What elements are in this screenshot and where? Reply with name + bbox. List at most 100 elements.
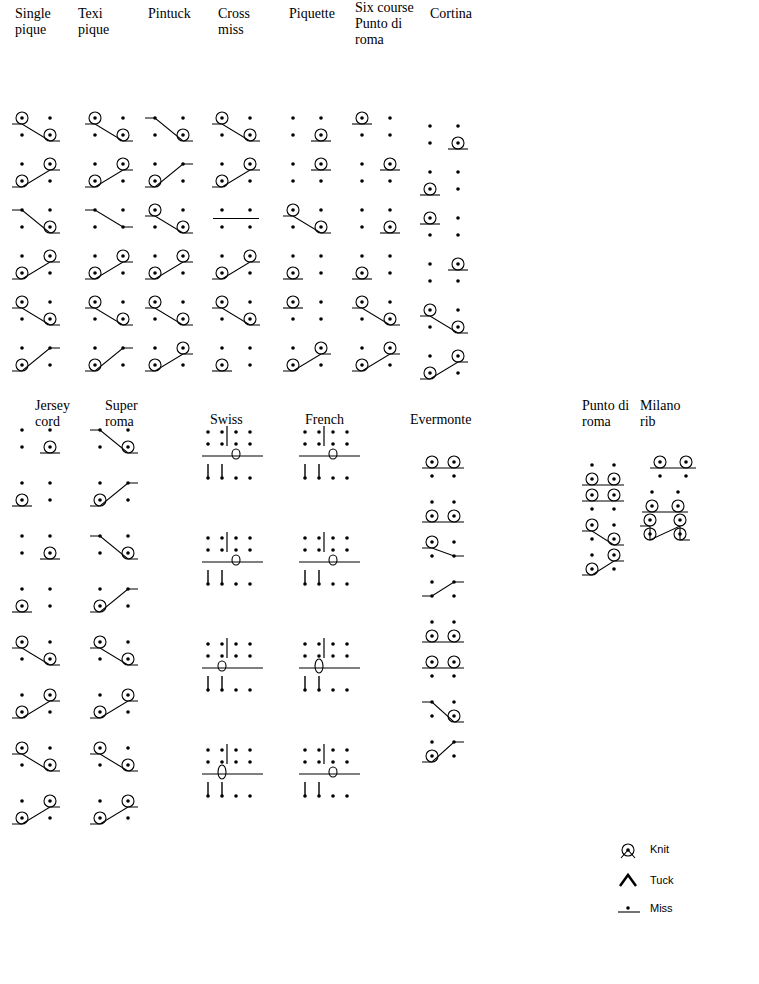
needle-dot (153, 179, 157, 183)
needle-dot (220, 162, 224, 166)
needle-dot (388, 346, 392, 350)
needle-dot (456, 141, 460, 145)
needle-dot (319, 208, 323, 212)
needle-dot (126, 534, 130, 538)
needle-dot (317, 748, 321, 752)
needle-dot (48, 271, 52, 275)
yarn-path (420, 362, 468, 379)
needle-dot (20, 162, 24, 166)
needle-dot (121, 363, 125, 367)
needle-dot (48, 551, 52, 555)
yarn-path (90, 648, 138, 665)
needle-dot (248, 642, 252, 646)
knit-loop (177, 129, 189, 141)
legend-text: Miss (650, 902, 673, 915)
knit-loop (424, 304, 436, 316)
yarn-path (85, 210, 133, 227)
yarn-path (90, 536, 138, 559)
needle-dot (248, 254, 252, 258)
needle-bar (305, 782, 319, 796)
yarn-path (12, 348, 60, 371)
needle-dot (291, 225, 295, 229)
knit-loop (94, 636, 106, 648)
needle-dot (48, 799, 52, 803)
needle-dot (93, 133, 97, 137)
knit-loop (177, 221, 189, 233)
needle-dot (319, 254, 323, 258)
needle-dot (612, 553, 616, 557)
needle-dot (388, 363, 392, 367)
knit-loop (315, 158, 327, 170)
knit-loop (177, 250, 189, 262)
needle-dot (428, 233, 432, 237)
needle-dot (345, 794, 349, 798)
needle-dot (388, 116, 392, 120)
loop (315, 659, 323, 673)
needle-dot (430, 514, 434, 518)
needle-dot (220, 225, 224, 229)
yarn-path (422, 548, 464, 556)
knit-loop (452, 321, 464, 333)
yarn-path (12, 308, 60, 325)
needle-dot (388, 225, 392, 229)
knit-loop (117, 250, 129, 262)
needle-dot (248, 654, 252, 658)
needle-dot (98, 816, 102, 820)
yarn-path (85, 170, 133, 187)
needle-bar (305, 570, 319, 584)
knit-loop (122, 759, 134, 771)
knit-loop (117, 158, 129, 170)
needle-dot (345, 476, 349, 480)
loop (329, 449, 337, 459)
needle-dot (331, 536, 335, 540)
needle-dot (20, 481, 24, 485)
needle-dot (181, 271, 185, 275)
needle-dot (360, 363, 364, 367)
knit-loop (654, 456, 666, 468)
needle-dot (48, 179, 52, 183)
needle-dot (206, 760, 210, 764)
needle-dot (248, 476, 252, 480)
yarn-path (212, 308, 260, 325)
needle-dot (456, 354, 460, 358)
needle-dot (388, 271, 392, 275)
knit-loop (424, 367, 436, 379)
pattern-name: French (305, 412, 365, 428)
needle-dot (48, 254, 52, 258)
needle-dot (345, 582, 349, 586)
needle-dot (153, 346, 157, 350)
needle-dot (20, 317, 24, 321)
needle-dot (331, 748, 335, 752)
needle-dot (121, 271, 125, 275)
needle-dot (331, 760, 335, 764)
needle-dot (121, 133, 125, 137)
knit-loop (674, 514, 686, 526)
knit-loop (94, 812, 106, 824)
knit-loop (452, 137, 464, 149)
knit-loop (94, 600, 106, 612)
needle-dot (452, 634, 456, 638)
knit-loop (89, 267, 101, 279)
needle-dot (181, 225, 185, 229)
needle-dot (206, 654, 210, 658)
yarn-path (12, 807, 60, 824)
needle-dot (248, 133, 252, 137)
needle-dot (590, 493, 594, 497)
needle-dot (248, 346, 252, 350)
knit-loop (586, 473, 598, 485)
needle-dot (430, 620, 434, 624)
needle-dot (650, 504, 654, 508)
needle-dot (48, 816, 52, 820)
needle-dot (234, 748, 238, 752)
needle-dot (360, 208, 364, 212)
needle-bar (323, 532, 324, 552)
needle-dot (220, 760, 224, 764)
knit-loop (44, 221, 56, 233)
knit-loop (384, 221, 396, 233)
needle-dot (98, 746, 102, 750)
needle-dot (20, 363, 24, 367)
needle-dot (48, 657, 52, 661)
needle-dot (121, 208, 125, 212)
needle-dot (126, 816, 130, 820)
